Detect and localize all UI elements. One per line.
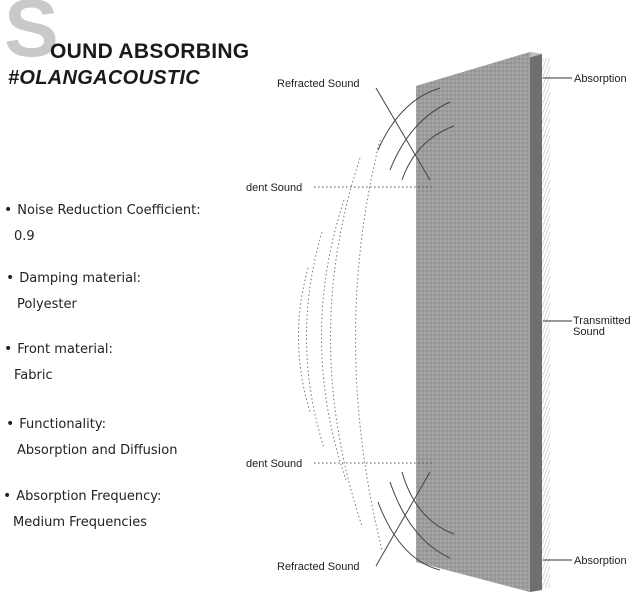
spec-label: Damping material:	[6, 271, 141, 286]
transmitted-sound-label: Transmitted	[573, 315, 631, 327]
absorption-top-label: Absorption	[574, 73, 627, 85]
spec-value: Medium Frequencies	[13, 515, 147, 530]
acoustic-panel-face	[416, 52, 530, 592]
transmitted-hatching	[542, 58, 550, 588]
transmitted-sound-label-line2: Sound	[573, 326, 605, 338]
refracted-sound-curves	[375, 87, 455, 571]
spec-value: 0.9	[14, 229, 35, 244]
spec-value: Fabric	[14, 368, 53, 383]
spec-noise-reduction: Noise Reduction Coefficient: 0.9	[4, 202, 201, 244]
spec-absorption-frequency: Absorption Frequency: Medium Frequencies	[3, 488, 161, 530]
incident-sound-top-label: dent Sound	[246, 182, 302, 194]
spec-damping-material: Damping material: Polyester	[6, 270, 141, 312]
refracted-sound-bottom-label: Refracted Sound	[277, 561, 360, 573]
spec-front-material: Front material: Fabric	[4, 341, 113, 383]
incident-sound-bottom-label: dent Sound	[246, 458, 302, 470]
spec-label: Absorption Frequency:	[3, 489, 161, 504]
acoustic-panel-diagram: Refracted Sound Refracted Sound dent Sou…	[246, 52, 631, 592]
spec-value: Polyester	[17, 297, 77, 312]
brand-hashtag: #OLANGACOUSTIC	[8, 67, 200, 89]
panel-side-edge	[530, 52, 542, 592]
spec-label: Front material:	[4, 342, 113, 357]
spec-functionality: Functionality: Absorption and Diffusion	[6, 416, 178, 458]
spec-label: Noise Reduction Coefficient:	[4, 203, 201, 218]
spec-label: Functionality:	[6, 417, 106, 432]
incident-sound-lines	[314, 186, 432, 464]
spec-value: Absorption and Diffusion	[17, 443, 178, 458]
page-header: S OUND ABSORBING #OLANGACOUSTIC	[0, 0, 260, 95]
incident-sound-waves	[297, 139, 383, 551]
page-title: OUND ABSORBING	[50, 40, 250, 63]
leader-lines	[543, 77, 572, 561]
title-initial-letter: S	[4, 0, 59, 74]
absorption-bottom-label: Absorption	[574, 555, 627, 567]
refracted-sound-top-label: Refracted Sound	[277, 78, 360, 90]
